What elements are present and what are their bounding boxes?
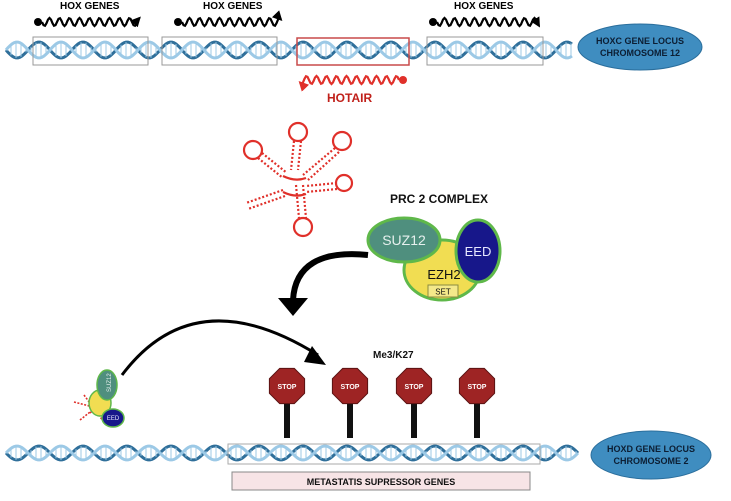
hox-genes-label-3: HOX GENES xyxy=(454,1,514,12)
mini-eed-label: EED xyxy=(107,416,120,422)
mini-suz12-label: SUZ12 xyxy=(107,373,113,392)
stop-sign-post xyxy=(284,402,290,438)
stop-signs: STOP STOP STOP STOP xyxy=(268,367,496,438)
top-dna-strand xyxy=(4,40,573,60)
hox-transcript-1 xyxy=(34,16,141,28)
me3-k27-label: Me3/K27 xyxy=(373,350,414,361)
stop-sign: STOP xyxy=(458,367,496,438)
hox-gene-box-2 xyxy=(161,36,278,66)
hox-genes-label-2: HOX GENES xyxy=(203,1,263,12)
hox-genes-label-1: HOX GENES xyxy=(60,1,120,12)
stop-sign-label: STOP xyxy=(278,384,297,391)
prc2-complex-title: PRC 2 COMPLEX xyxy=(390,192,488,206)
hoxc-locus-line1: HOXC GENE LOCUS xyxy=(596,36,684,46)
stop-sign-post xyxy=(347,402,353,438)
stop-sign-post xyxy=(474,402,480,438)
stop-sign-octagon xyxy=(331,367,369,405)
stop-sign-octagon xyxy=(395,367,433,405)
stop-sign: STOP xyxy=(395,367,433,438)
hox-transcript-3 xyxy=(429,16,540,28)
hox-transcript-2 xyxy=(174,10,283,28)
ezh2-label: EZH2 xyxy=(427,267,460,282)
hox-gene-box-3 xyxy=(426,36,544,66)
hotair-gene-box xyxy=(296,37,410,66)
hotair-transcript xyxy=(298,74,407,92)
hoxd-locus-line1: HOXD GENE LOCUS xyxy=(607,444,695,454)
hox-gene-box-1 xyxy=(32,36,149,66)
hoxd-locus-badge: HOXD GENE LOCUS CHROMOSOME 2 xyxy=(590,430,712,480)
stop-sign-label: STOP xyxy=(468,384,487,391)
set-label: SET xyxy=(435,288,451,297)
prc2-complex: SUZ12 EED EZH2 SET xyxy=(366,216,502,302)
eed-label: EED xyxy=(465,244,492,259)
set-domain xyxy=(427,284,459,298)
suppressor-genes-box: METASTATIS SUPRESSOR GENES xyxy=(231,471,531,491)
stop-sign-label: STOP xyxy=(405,384,424,391)
stop-sign: STOP xyxy=(331,367,369,438)
suppressor-gene-region xyxy=(227,443,541,465)
hotair-label: HOTAIR xyxy=(327,91,372,105)
suz12-label: SUZ12 xyxy=(382,232,426,248)
targeting-arrow xyxy=(120,319,326,376)
assembly-arrow xyxy=(278,251,369,316)
stop-sign: STOP xyxy=(268,367,306,438)
stop-sign-label: STOP xyxy=(341,384,360,391)
mini-prc2-hotair-complex: SUZ12 EED xyxy=(73,369,125,428)
hoxc-locus-line2: CHROMOSOME 12 xyxy=(600,48,680,58)
suppressor-genes-label: METASTATIS SUPRESSOR GENES xyxy=(307,477,456,487)
hoxc-locus-badge: HOXC GENE LOCUS CHROMOSOME 12 xyxy=(577,23,703,71)
hotair-rna-structure xyxy=(242,121,354,238)
stop-sign-octagon xyxy=(268,367,306,405)
bottom-dna-strand xyxy=(4,444,580,462)
stop-sign-post xyxy=(411,402,417,438)
eed-subunit xyxy=(454,218,502,284)
suz12-subunit xyxy=(366,216,442,264)
stop-sign-octagon xyxy=(458,367,496,405)
hoxd-locus-line2: CHROMOSOME 2 xyxy=(613,456,688,466)
